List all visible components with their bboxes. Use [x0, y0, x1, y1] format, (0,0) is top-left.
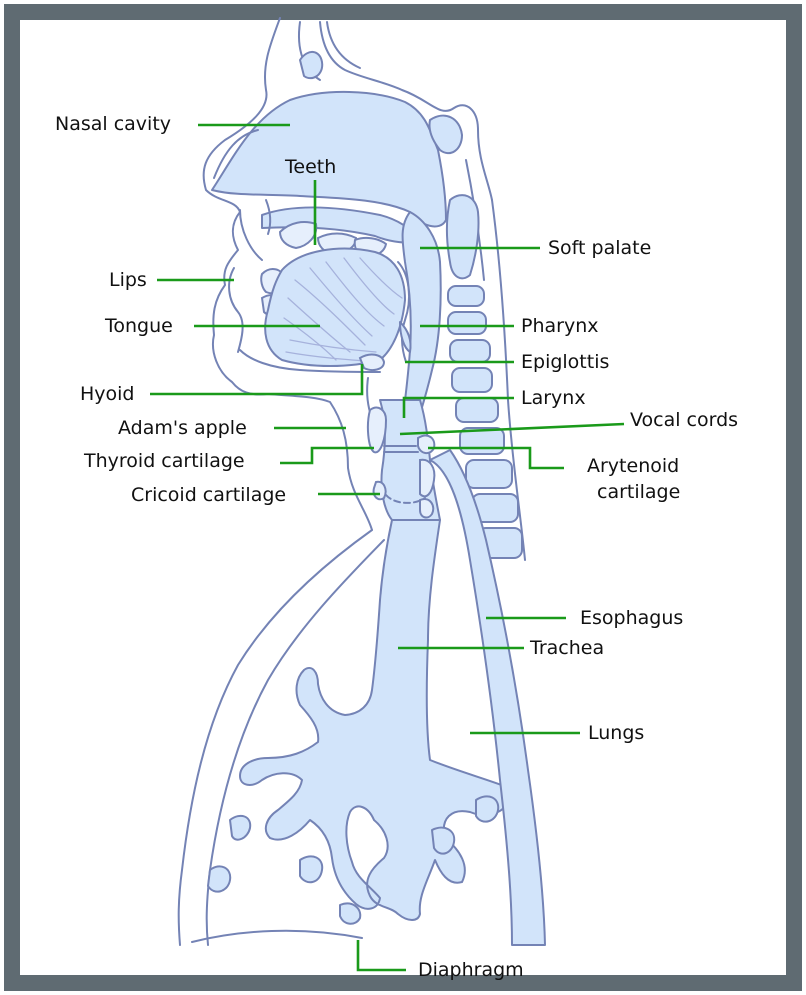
label-esophagus: Esophagus	[580, 607, 683, 629]
trachea-and-lungs	[208, 520, 515, 924]
diaphragm-line	[192, 931, 362, 942]
leader-diaphragm	[358, 940, 406, 970]
label-teeth: Teeth	[284, 156, 336, 178]
label-cricoid-cartilage: Cricoid cartilage	[131, 484, 286, 506]
label-epiglottis: Epiglottis	[521, 351, 609, 373]
leader-vocal-cords	[400, 424, 624, 434]
label-arytenoid-line1: Arytenoid	[587, 455, 679, 477]
label-tongue: Tongue	[104, 315, 173, 337]
label-trachea: Trachea	[529, 637, 604, 659]
label-vocal-cords: Vocal cords	[630, 409, 738, 431]
label-adams-apple: Adam's apple	[118, 417, 247, 439]
label-hyoid: Hyoid	[80, 383, 135, 405]
label-soft-palate: Soft palate	[548, 237, 651, 259]
label-larynx: Larynx	[521, 387, 586, 409]
nasal-cavity-shape	[212, 52, 462, 226]
label-thyroid-cartilage: Thyroid cartilage	[83, 450, 245, 472]
label-arytenoid-line2: cartilage	[597, 481, 680, 503]
label-nasal-cavity: Nasal cavity	[55, 113, 171, 135]
mouth-region	[229, 200, 420, 372]
label-lips: Lips	[109, 269, 147, 291]
label-diaphragm: Diaphragm	[418, 959, 524, 981]
leader-thyroid-cartilage	[280, 448, 374, 463]
label-lungs: Lungs	[588, 722, 644, 744]
leader-hyoid	[150, 364, 362, 394]
label-pharynx: Pharynx	[521, 315, 598, 337]
